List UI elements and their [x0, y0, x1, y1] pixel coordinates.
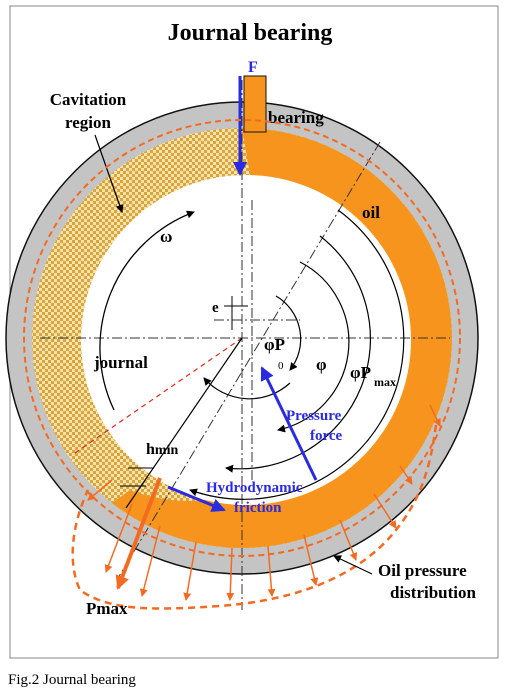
omega-label: ω — [160, 227, 172, 246]
phi-p0-label: φP — [264, 335, 285, 354]
cavitation-label-line2: region — [65, 113, 112, 132]
eccentricity-label: e — [212, 300, 219, 316]
hmin-axis-line — [71, 337, 243, 456]
oil-pressure-label-line1: Oil pressure — [378, 561, 467, 580]
angle-arc-inner-left — [203, 377, 291, 400]
oil-inlet — [243, 75, 267, 133]
pmax-label: Pmax — [86, 599, 128, 618]
bearing-label: bearing — [268, 108, 324, 127]
pressure-arrow-5 — [303, 534, 319, 586]
pressure-arrow-6 — [267, 545, 276, 597]
cavitation-label-line1: Cavitation — [50, 90, 127, 109]
pressure-force-label-line2: force — [310, 428, 343, 444]
friction-label-line1: Hydrodynamic — [206, 480, 303, 496]
pressure-reference-circle — [23, 119, 461, 557]
pressure-arrow-9 — [139, 525, 161, 597]
pressure-arrow-8 — [183, 541, 197, 601]
phi-pmax-label: φP — [350, 363, 371, 382]
hmin-label: hmin — [146, 441, 178, 458]
angle-arc-phi-p0 — [275, 295, 302, 371]
diagram-title: Journal bearing — [168, 20, 333, 46]
pressure-arrow-10 — [104, 503, 133, 573]
pressure-arrow-3 — [373, 493, 397, 529]
phi-label: φ — [316, 355, 327, 374]
pmax-axis-line — [117, 141, 381, 579]
rotation-arc — [99, 210, 195, 411]
oil-label: oil — [362, 203, 380, 222]
oil-pressure-label-line2: distribution — [390, 583, 477, 602]
angle-arc-phi — [277, 261, 350, 433]
friction-arrow — [167, 485, 226, 512]
journal-label: journal — [93, 353, 148, 372]
journal-disc — [81, 175, 411, 505]
phi-pmax-subscript: max — [374, 375, 396, 389]
pressure-distribution-envelope — [71, 424, 438, 610]
hmin-line — [125, 337, 243, 509]
pressure-force-label-line1: Pressure — [286, 408, 342, 424]
pressure-arrow-1 — [429, 404, 441, 427]
phi-p0-subscript: 0 — [278, 360, 284, 372]
pressure-arrow-4 — [339, 519, 358, 561]
force-label: F — [248, 59, 258, 76]
angle-arc-phi-pmax — [225, 235, 371, 473]
cavitation-pointer — [94, 134, 124, 213]
pressure-arrow-2 — [399, 465, 413, 485]
pressure-force-arrow — [260, 366, 318, 481]
figure-caption: Fig.2 Journal bearing — [8, 672, 136, 688]
pressure-arrow-7 — [226, 547, 235, 601]
oil-pressure-pointer — [333, 555, 373, 575]
pmax-arrow — [115, 477, 162, 590]
friction-label-line2: friction — [234, 500, 282, 516]
angle-arc-outer — [189, 209, 405, 500]
pressure-arrow-11 — [87, 479, 113, 501]
